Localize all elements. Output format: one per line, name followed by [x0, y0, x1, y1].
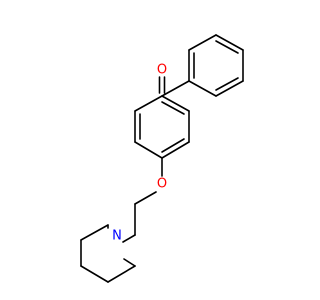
- structure-diagram: O O N: [80, 34, 244, 283]
- ether-oxygen-atom: O: [157, 177, 167, 192]
- piperidine-ring: [80, 224, 136, 283]
- ethoxy-linker: [122, 157, 163, 243]
- amine-nitrogen-atom: N: [112, 229, 122, 244]
- ether-oxygen-label: O: [157, 177, 167, 192]
- carbonyl-group: [158, 76, 190, 97]
- para-phenylene-ring: [134, 95, 190, 159]
- carbonyl-oxygen-label: O: [157, 63, 167, 78]
- phenyl-ring: [188, 34, 244, 97]
- carbonyl-oxygen-atom: O: [157, 63, 167, 78]
- amine-nitrogen-label: N: [112, 229, 122, 244]
